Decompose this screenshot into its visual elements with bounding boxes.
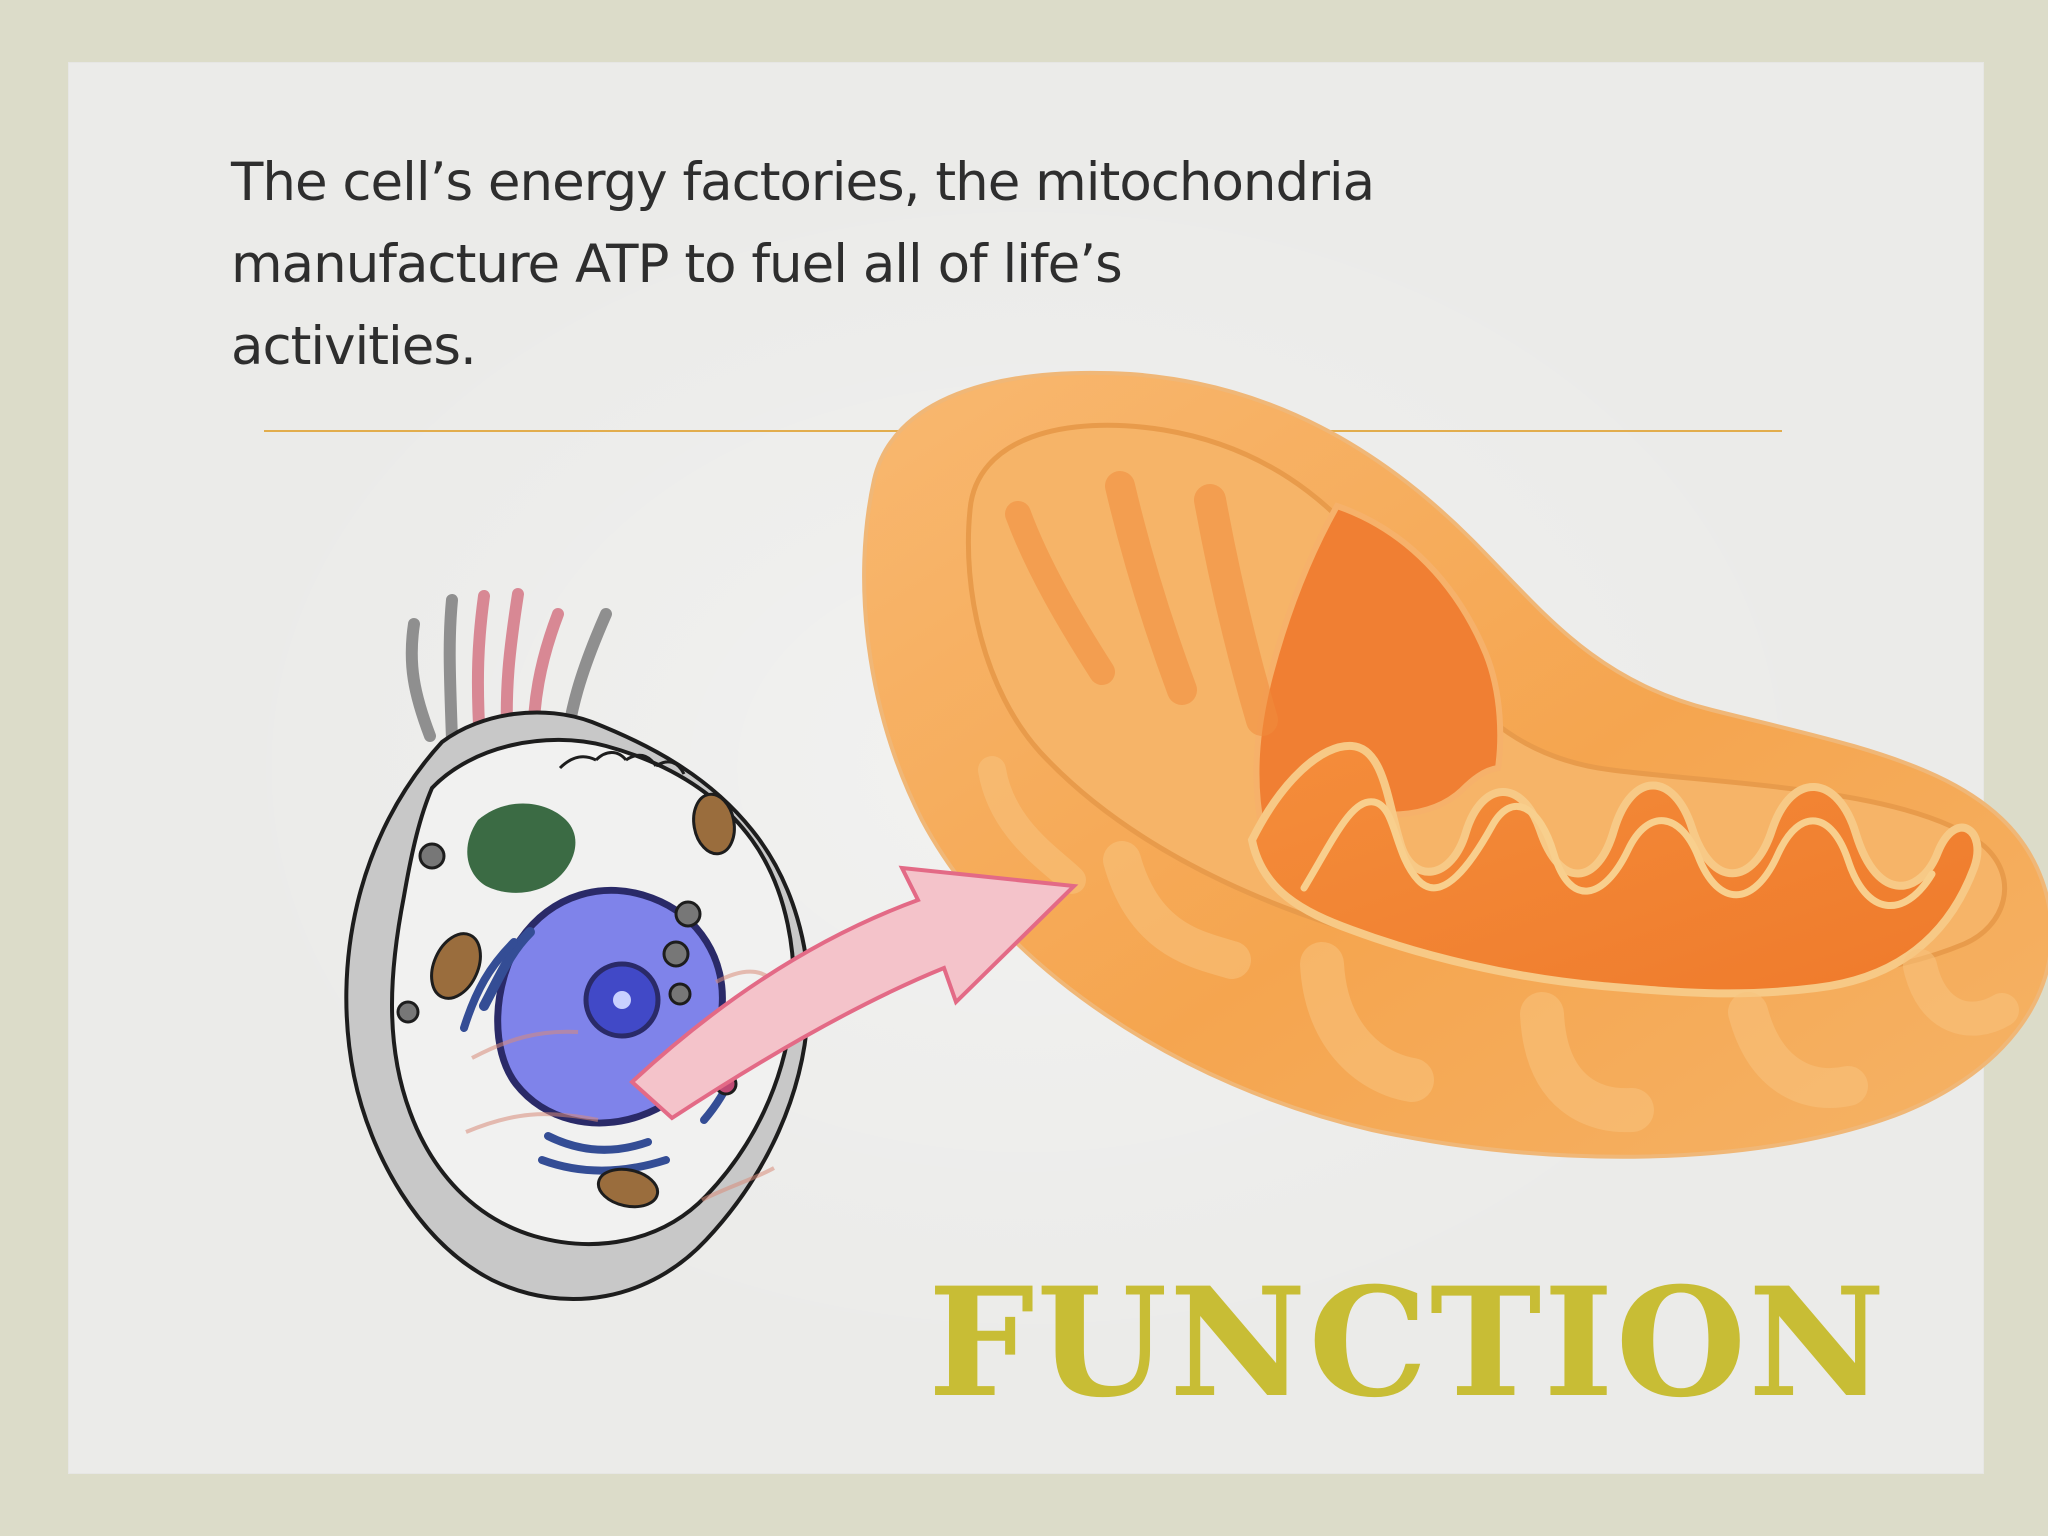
mito-cut-face <box>1253 502 1504 834</box>
mito-upper-folds <box>1005 471 1278 736</box>
function-arrow <box>629 865 1079 1121</box>
intro-line-3: activities. <box>231 316 477 377</box>
mitochondria-small <box>430 792 736 1209</box>
mito-lower-bumps <box>978 756 2019 1133</box>
cell-microvilli <box>558 751 686 775</box>
page-title: FUNCTION <box>928 1255 1888 1431</box>
cell-fibers <box>465 969 782 1202</box>
mito-cristae-lines <box>1300 798 1936 910</box>
header-rule-left <box>264 430 904 432</box>
mitochondrion-illustration <box>862 370 2048 1159</box>
intro-line-1: The cell’s energy factories, the mitocho… <box>231 152 1375 213</box>
arrow-body <box>629 865 1079 1121</box>
header-rule-right <box>1220 430 1782 432</box>
golgi-apparatus <box>467 803 576 893</box>
intro-line-2: manufacture ATP to fuel all of life’s <box>231 234 1123 295</box>
intro-text: The cell’s energy factories, the mitocho… <box>231 142 1471 388</box>
